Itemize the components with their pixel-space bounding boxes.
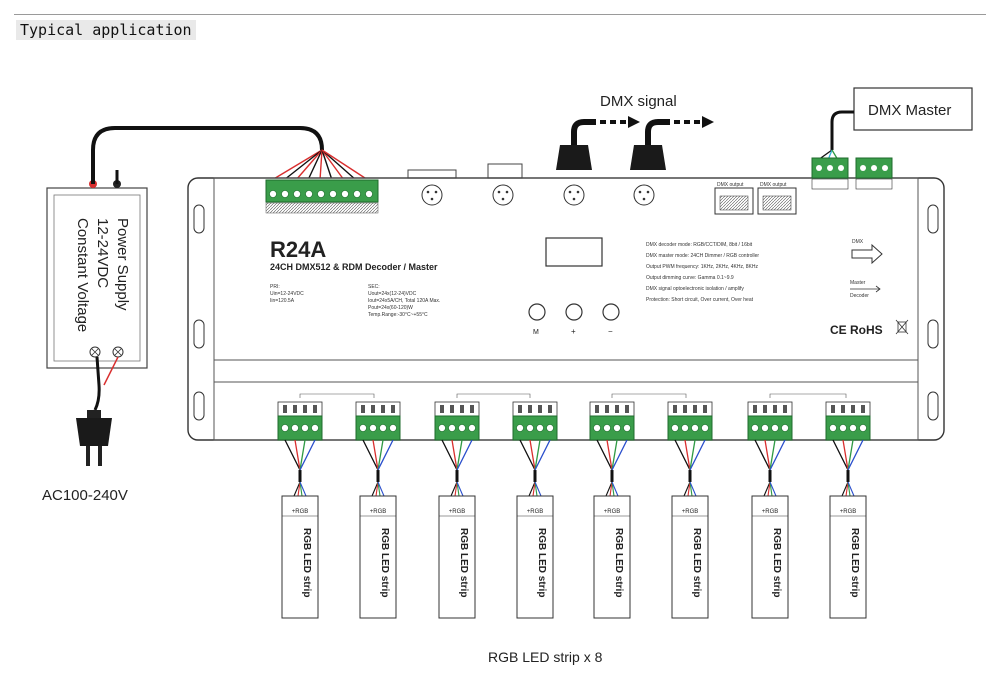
- dmx-signal-label: DMX signal: [600, 93, 677, 110]
- output-channel-8: +RGB RGB LED strip: [825, 401, 871, 619]
- dmx-terminal-2: [855, 157, 893, 190]
- output-channel-2: +RGB RGB LED strip: [355, 401, 401, 619]
- dmx-master-box: [853, 87, 973, 131]
- psu-line-2: 12-24VDC: [94, 218, 111, 288]
- port-label-1: DMX output: [717, 182, 744, 188]
- strip-label: RGB LED strip: [771, 528, 782, 597]
- rj45-port-2: [757, 187, 797, 215]
- pri-2: Iin=120.5A: [270, 298, 295, 304]
- strip-label: RGB LED strip: [536, 528, 547, 597]
- button-minus[interactable]: [602, 303, 620, 321]
- plug-icon: [76, 410, 112, 466]
- dmx-cable-in: [556, 116, 640, 170]
- power-input-terminal: [265, 179, 379, 214]
- sec-4: Temp.Range:-30°C~+55°C: [368, 312, 428, 318]
- strip-pins-label: +RGB: [370, 509, 387, 515]
- pri-1: Uin=12-24VDC: [270, 291, 304, 297]
- output-channel-3: +RGB RGB LED strip: [434, 401, 480, 619]
- port-label-2: DMX output: [760, 182, 787, 188]
- strip-label: RGB LED strip: [613, 528, 624, 597]
- strip-pins-label: +RGB: [292, 509, 309, 515]
- output-channel-1: +RGB RGB LED strip: [277, 401, 323, 619]
- button-m[interactable]: [528, 303, 546, 321]
- psu-line-1: Power Supply: [114, 218, 131, 311]
- output-channel-7: +RGB RGB LED strip: [747, 401, 793, 619]
- power-supply: Power Supply 12-24VDC Constant Voltage: [46, 180, 148, 369]
- cert-label: CE RoHS: [830, 323, 883, 337]
- strip-pins-label: +RGB: [527, 509, 544, 515]
- strip-pins-label: +RGB: [762, 509, 779, 515]
- spec-4: DMX signal optoelectronic isolation / am…: [646, 286, 744, 292]
- button-m-label: M: [533, 329, 539, 336]
- section-title: Typical application: [16, 20, 196, 40]
- strip-label: RGB LED strip: [458, 528, 469, 597]
- weee-bin-icon: [895, 319, 909, 335]
- pri-0: PRI:: [270, 284, 280, 290]
- direction-decoder: Decoder: [850, 293, 869, 299]
- output-channel-6: +RGB RGB LED strip: [667, 401, 713, 619]
- button-plus[interactable]: [565, 303, 583, 321]
- psu-line-3: Constant Voltage: [74, 218, 91, 332]
- strip-label: RGB LED strip: [379, 528, 390, 597]
- spec-0: DMX decoder mode: RGB/CCT/DIM, 8bit / 16…: [646, 242, 753, 248]
- direction-master: Master: [850, 280, 866, 286]
- ac-input-label: AC100-240V: [42, 487, 128, 504]
- button-plus-label: +: [571, 327, 576, 336]
- strips-caption: RGB LED strip x 8: [488, 649, 603, 665]
- strip-pins-label: +RGB: [449, 509, 466, 515]
- spec-5: Protection: Short circuit, Over current,…: [646, 297, 754, 303]
- dmx-terminal-1: [811, 157, 849, 190]
- top-rule: [14, 14, 986, 15]
- display-screen: [545, 237, 603, 267]
- spec-2: Output PWM frequency: 1KHz, 2KHz, 4KHz, …: [646, 264, 758, 270]
- dmx-cable-out: [630, 116, 714, 170]
- strip-label: RGB LED strip: [301, 528, 312, 597]
- spec-3: Output dimming curve: Gamma 0.1~9.9: [646, 275, 734, 281]
- sec-0: SEC:: [368, 284, 380, 290]
- xlr-socket-1: [421, 184, 443, 206]
- direction-label: DMX: [852, 239, 864, 245]
- strip-label: RGB LED strip: [849, 528, 860, 597]
- device-subtitle: 24CH DMX512 & RDM Decoder / Master: [270, 262, 438, 272]
- strip-pins-label: +RGB: [840, 509, 857, 515]
- xlr-socket-3: [563, 184, 585, 206]
- xlr-socket-4: [633, 184, 655, 206]
- spec-1: DMX master mode: 24CH Dimmer / RGB contr…: [646, 253, 759, 259]
- button-minus-label: −: [608, 327, 613, 336]
- strip-pins-label: +RGB: [604, 509, 621, 515]
- strip-label: RGB LED strip: [691, 528, 702, 597]
- sec-1: Uout=24x(12-24)VDC: [368, 291, 417, 297]
- dmx-master-label: DMX Master: [868, 102, 951, 119]
- xlr-socket-2: [492, 184, 514, 206]
- output-channel-4: +RGB RGB LED strip: [512, 401, 558, 619]
- sec-2: Iout=24x5A/CH, Total 120A Max.: [368, 298, 440, 304]
- sec-3: Pout=24x(60-120)W: [368, 305, 413, 311]
- device-model: R24A: [270, 237, 326, 262]
- strip-pins-label: +RGB: [682, 509, 699, 515]
- output-channel-5: +RGB RGB LED strip: [589, 401, 635, 619]
- rj45-port-1: [714, 187, 754, 215]
- arrow-right-icon: [851, 243, 883, 265]
